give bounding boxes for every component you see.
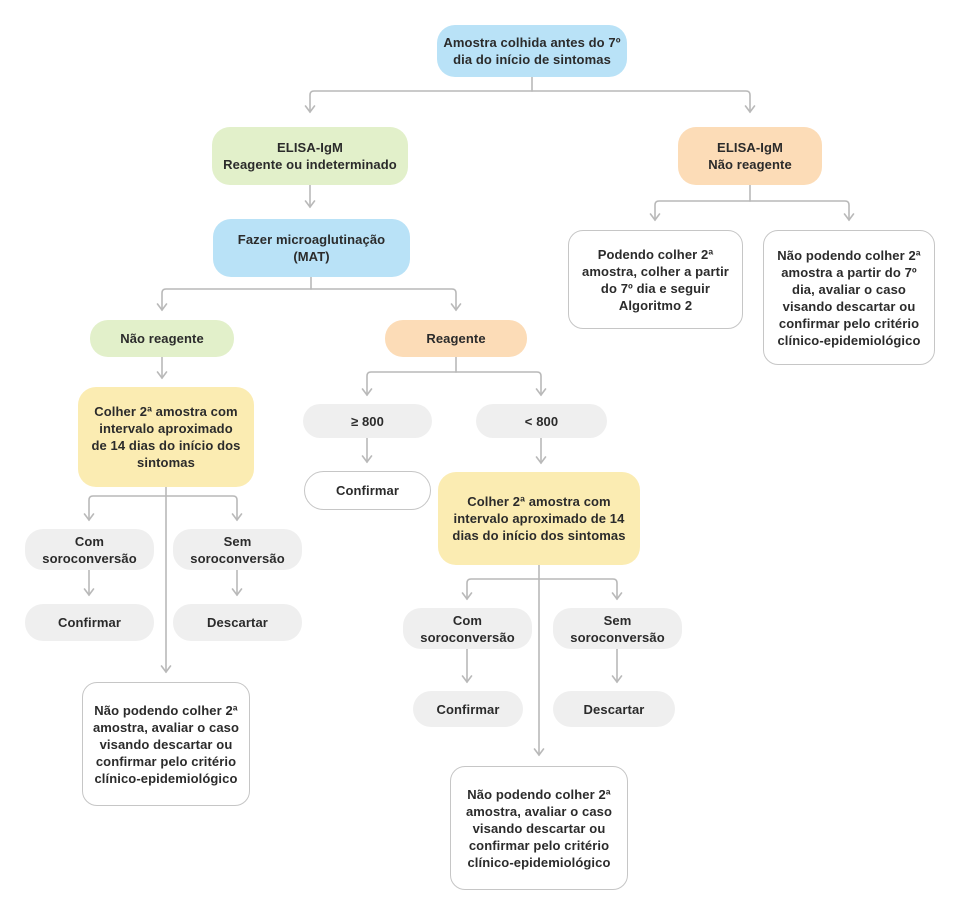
edge-elisa-nr-podendo	[649, 200, 751, 222]
node-mat-reagente-label: Reagente	[426, 331, 486, 346]
edge-elisa-nr-nao-podendo	[749, 200, 855, 222]
node-sem-soroconversao-esquerda: Sem soroconversão	[173, 529, 302, 570]
node-com-soroconversao-meio: Com soroconversão	[403, 608, 532, 649]
node-nao-podendo-esquerda-label: Não podendo colher 2ª amostra, avaliar o…	[92, 702, 240, 786]
node-mat-nao-reagente: Não reagente	[90, 320, 234, 357]
node-com-soroconversao-esquerda: Com soroconversão	[25, 529, 154, 570]
node-descartar-esquerda: Descartar	[173, 604, 302, 641]
node-elisa-reagente: ELISA-IgM Reagente ou indeterminado	[212, 127, 408, 185]
edge-reagente-lt800	[455, 371, 547, 397]
node-nao-podendo-meio-label: Não podendo colher 2ª amostra, avaliar o…	[465, 786, 613, 870]
node-start-label: Amostra colhida antes do 7º dia do iníci…	[443, 35, 621, 67]
edge-start-elisa-nao-reagente	[531, 90, 756, 114]
node-confirmar-800-label: Confirmar	[335, 483, 400, 498]
node-sem-soroconversao-meio-label: Sem soroconversão	[570, 612, 665, 645]
node-sem-soroconversao-meio: Sem soroconversão	[553, 608, 682, 649]
node-confirmar-esquerda: Confirmar	[25, 604, 154, 641]
node-colher-2a-esquerda-label: Colher 2ª amostra com intervalo aproxima…	[91, 404, 241, 470]
edge-reagente-ge800	[361, 371, 457, 397]
node-confirmar-meio: Confirmar	[413, 691, 523, 727]
node-elisa-nao-reagente: ELISA-IgM Não reagente	[678, 127, 822, 185]
node-maior-igual-800-label: ≥ 800	[351, 413, 384, 429]
node-elisa-reagente-label: ELISA-IgM Reagente ou indeterminado	[223, 140, 397, 172]
node-confirmar-800: Confirmar	[304, 471, 431, 510]
edge-start-elisa-reagente	[304, 90, 533, 114]
node-mat-nao-reagente-label: Não reagente	[120, 331, 204, 346]
node-menor-800: < 800	[476, 404, 607, 438]
node-com-soroconversao-meio-label: Com soroconversão	[420, 612, 515, 645]
node-colher-2a-esquerda: Colher 2ª amostra com intervalo aproxima…	[78, 387, 254, 487]
node-descartar-meio-label: Descartar	[583, 701, 645, 717]
node-descartar-meio: Descartar	[553, 691, 675, 727]
edge-colher-meio-sem-soro	[538, 578, 623, 601]
edge-colher-esq-sem-soro	[165, 495, 243, 522]
node-mat-label: Fazer microaglutinação (MAT)	[237, 232, 386, 264]
node-podendo-direita-label: Podendo colher 2ª amostra, colher a part…	[582, 246, 729, 313]
node-colher-2a-meio-label: Colher 2ª amostra com intervalo aproxima…	[452, 494, 626, 543]
node-descartar-esquerda-label: Descartar	[207, 615, 268, 630]
edge-colher-esq-com-soro	[83, 495, 167, 522]
node-com-soroconversao-esquerda-label: Com soroconversão	[42, 533, 137, 566]
node-menor-800-label: < 800	[524, 413, 559, 429]
node-nao-podendo-meio: Não podendo colher 2ª amostra, avaliar o…	[450, 766, 628, 890]
node-confirmar-esquerda-label: Confirmar	[57, 615, 122, 630]
node-nao-podendo-direita: Não podendo colher 2ª amostra a partir d…	[763, 230, 935, 365]
node-colher-2a-meio: Colher 2ª amostra com intervalo aproxima…	[438, 472, 640, 565]
node-mat: Fazer microaglutinação (MAT)	[213, 219, 410, 277]
node-maior-igual-800: ≥ 800	[303, 404, 432, 438]
edge-mat-reagente	[310, 288, 462, 312]
node-mat-reagente: Reagente	[385, 320, 527, 357]
edge-colher-meio-com-soro	[461, 578, 540, 601]
node-nao-podendo-direita-label: Não podendo colher 2ª amostra a partir d…	[777, 247, 921, 348]
edge-mat-nao-reagente	[156, 288, 312, 312]
node-nao-podendo-esquerda: Não podendo colher 2ª amostra, avaliar o…	[82, 682, 250, 806]
node-elisa-nao-reagente-label: ELISA-IgM Não reagente	[708, 140, 792, 172]
node-start: Amostra colhida antes do 7º dia do iníci…	[437, 25, 627, 77]
node-confirmar-meio-label: Confirmar	[436, 701, 500, 717]
node-podendo-direita: Podendo colher 2ª amostra, colher a part…	[568, 230, 743, 329]
node-sem-soroconversao-esquerda-label: Sem soroconversão	[190, 533, 285, 566]
